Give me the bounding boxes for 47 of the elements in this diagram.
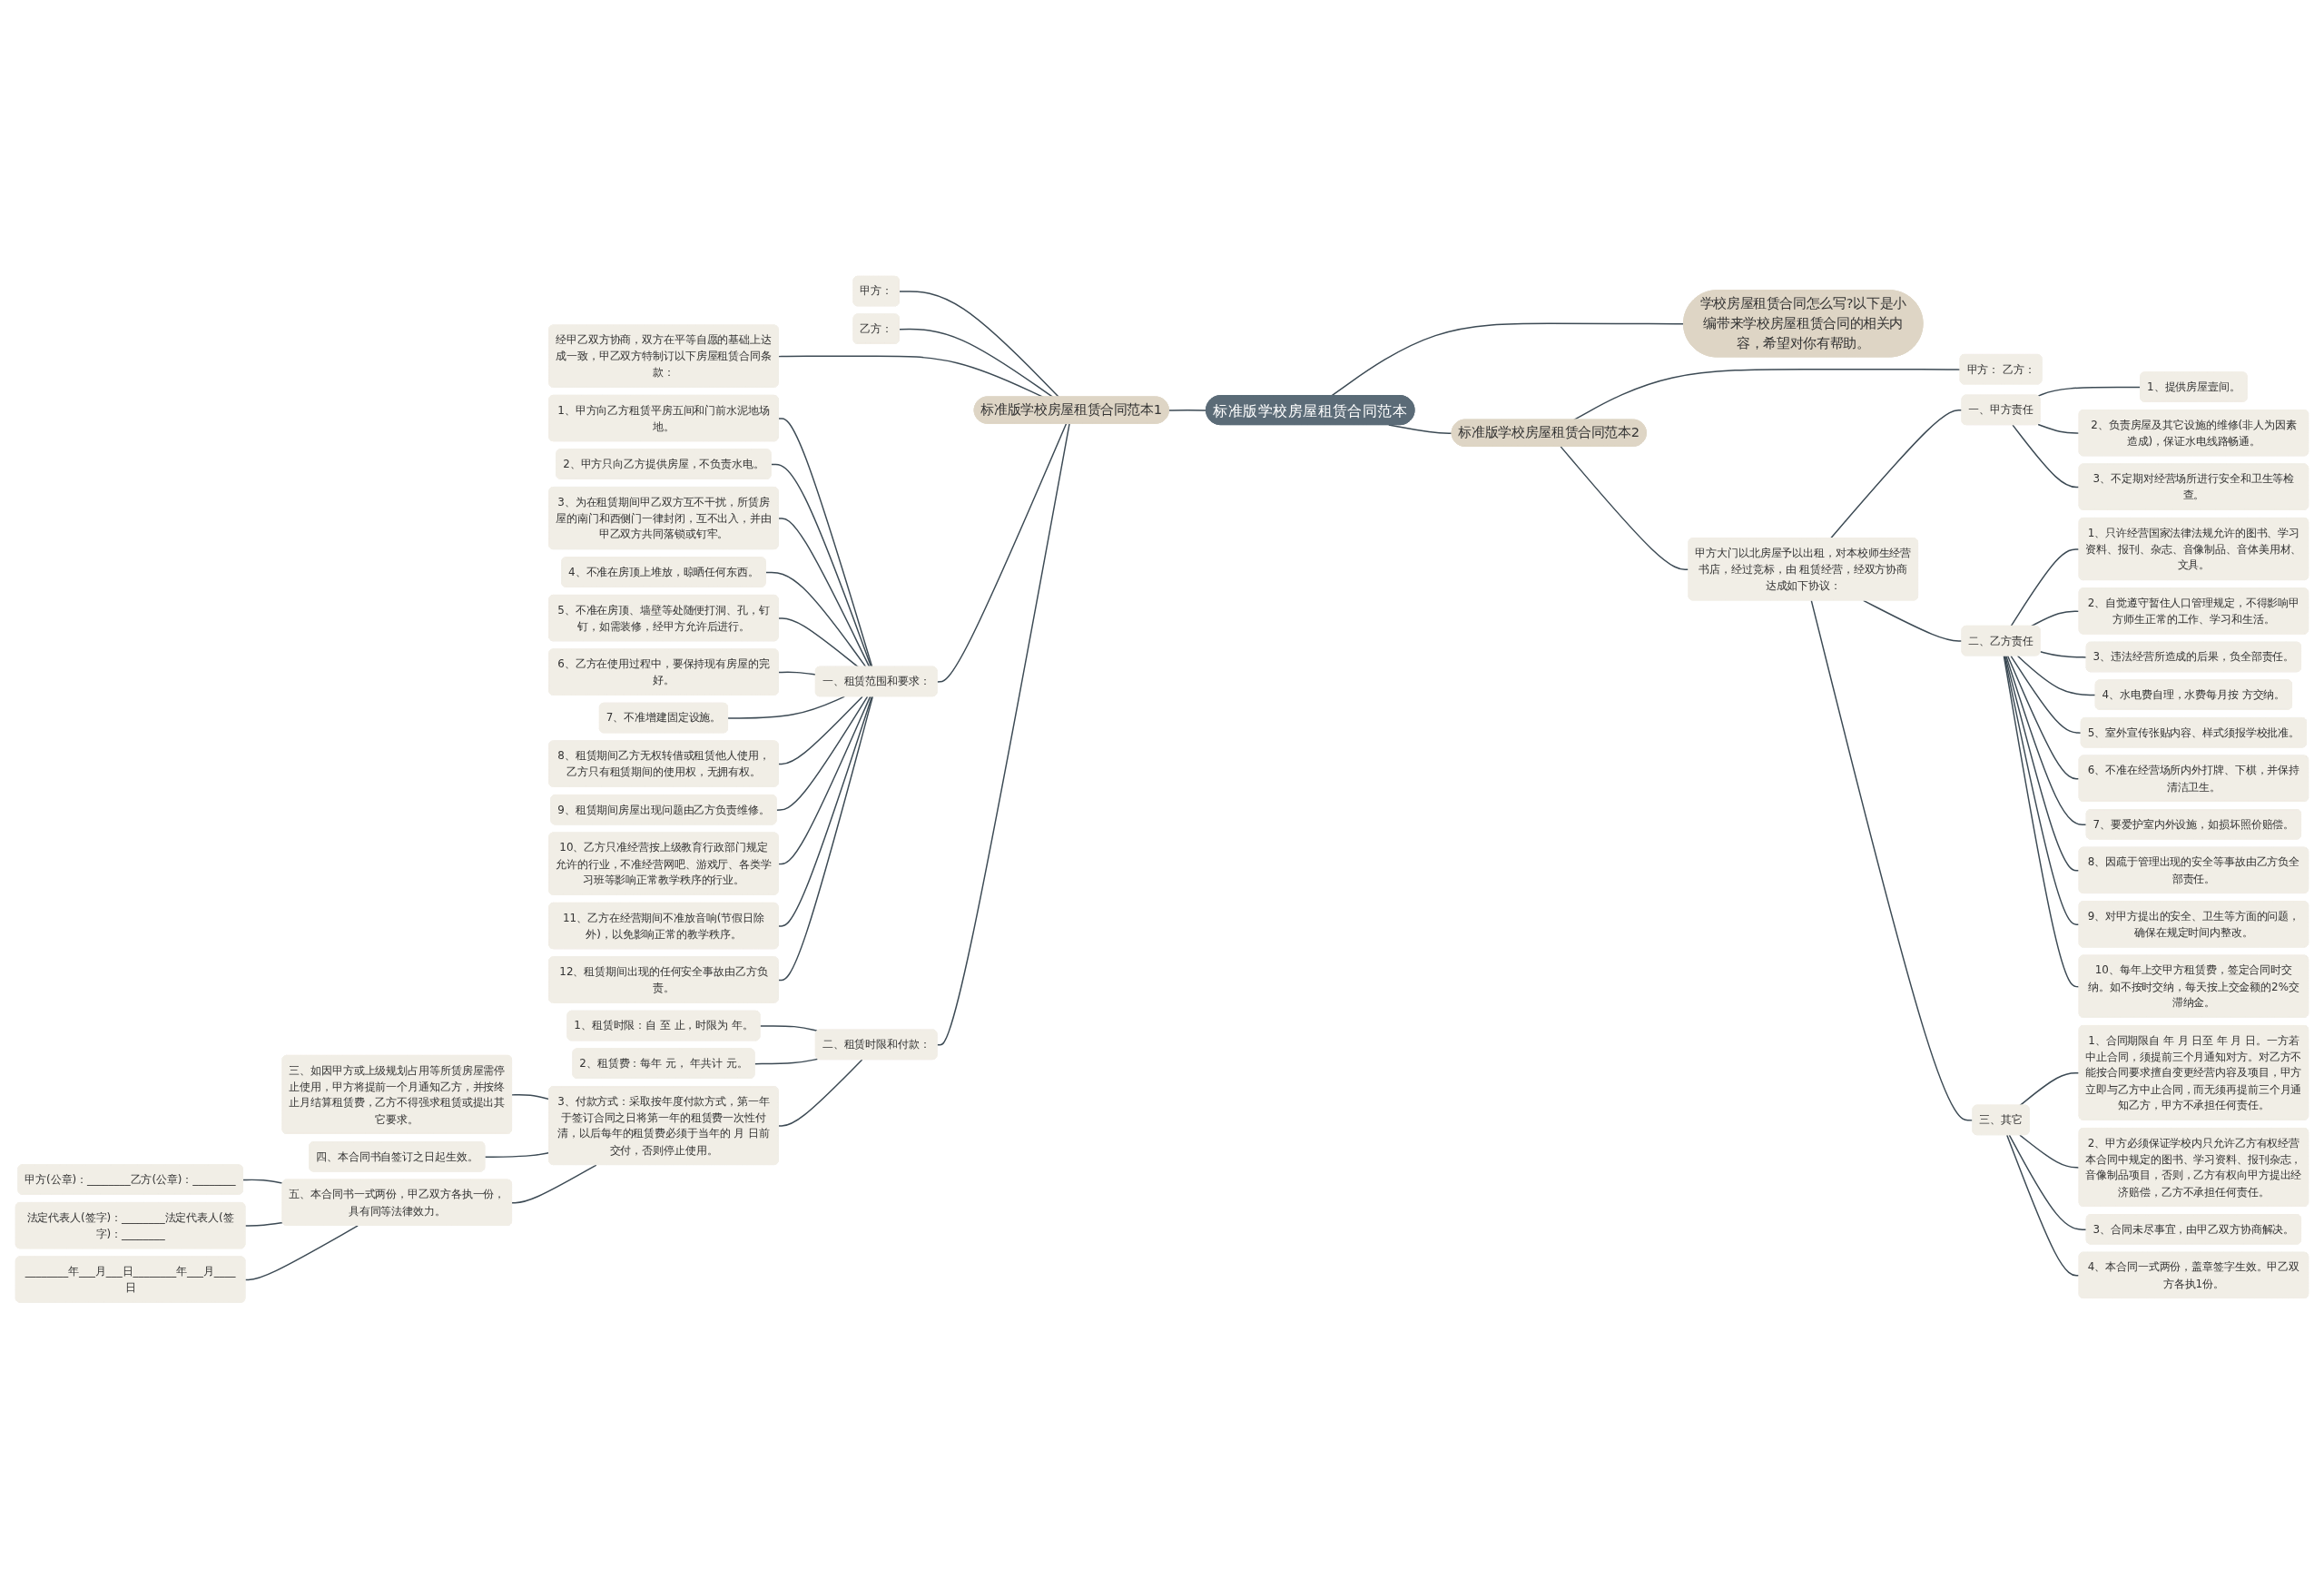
connector <box>936 423 1070 1046</box>
connector <box>777 1059 863 1127</box>
connector <box>899 329 1054 399</box>
connector <box>511 1094 550 1100</box>
connector <box>777 696 873 927</box>
connector <box>2016 655 2097 696</box>
connector <box>753 1058 819 1065</box>
connector <box>770 463 872 668</box>
connector <box>2019 1072 2081 1107</box>
connector <box>936 423 1068 683</box>
connector <box>484 1151 550 1159</box>
connector <box>727 696 846 719</box>
connector <box>2037 424 2081 435</box>
connector <box>2019 1134 2081 1169</box>
connector <box>777 355 1044 399</box>
connector <box>777 617 860 668</box>
connector <box>777 696 863 765</box>
connector <box>2012 424 2081 489</box>
connector <box>899 291 1060 399</box>
connector <box>2008 1134 2088 1231</box>
connector <box>2010 655 2083 735</box>
connector <box>2004 655 2081 926</box>
connector <box>1168 410 1207 412</box>
connector <box>1560 446 1690 571</box>
connector <box>2006 655 2081 780</box>
connector <box>2037 386 2142 398</box>
connector <box>777 696 872 865</box>
connector <box>2005 655 2088 826</box>
connector <box>759 1025 819 1032</box>
connector <box>1862 599 1964 643</box>
connector <box>1388 424 1453 435</box>
connector <box>241 1179 284 1185</box>
connector <box>511 1164 597 1204</box>
connector <box>775 696 869 812</box>
connector <box>2039 651 2088 658</box>
connector <box>244 1222 284 1227</box>
connector <box>244 1225 359 1281</box>
connector <box>2004 655 2081 872</box>
connector <box>777 518 871 668</box>
connector <box>777 696 874 982</box>
connector <box>2006 1134 2081 1277</box>
connector <box>764 571 867 668</box>
connector <box>2030 610 2081 627</box>
connector <box>2003 655 2081 988</box>
connector <box>777 671 817 676</box>
connector <box>2010 548 2081 627</box>
connector <box>777 418 873 668</box>
